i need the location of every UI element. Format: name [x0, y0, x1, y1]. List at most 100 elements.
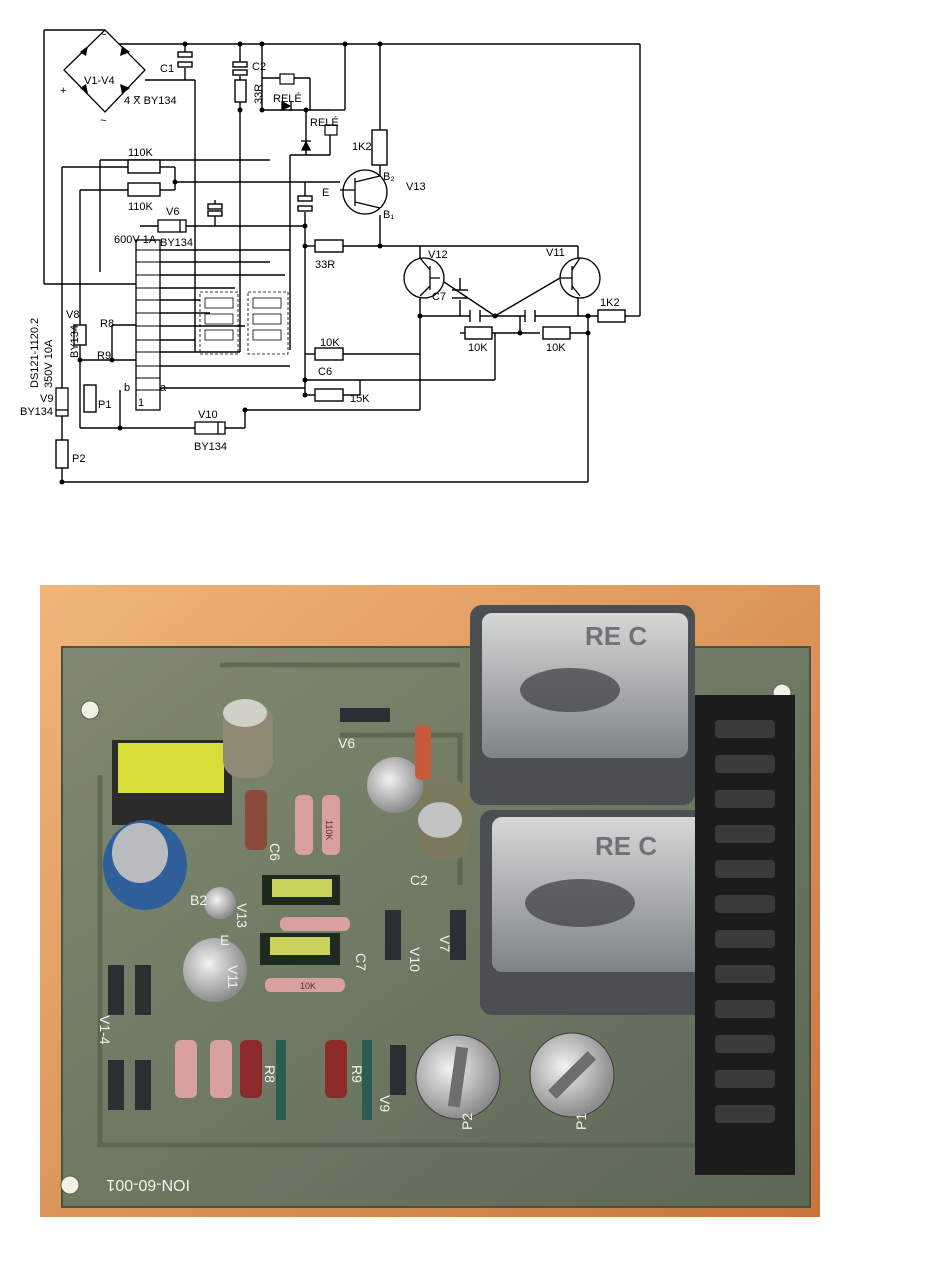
silk-v6: V6: [338, 735, 355, 751]
silk-b2: B2: [190, 892, 207, 908]
electrolytic-capacitor-top: [112, 823, 168, 883]
silk-p2: P2: [459, 1113, 475, 1130]
bridge-type-label: 4 X BY134: [124, 95, 177, 107]
v10-label: V10: [198, 409, 218, 421]
resistor-10k-marking: 10K: [300, 981, 316, 991]
r10k-bottom-label: 10K: [320, 337, 340, 349]
relay-brand-1: RE C: [585, 621, 647, 651]
transistor-can-v12: [367, 757, 423, 813]
r33-top-label: 33R: [253, 84, 265, 104]
c6-label: C6: [318, 366, 332, 378]
pin-1-label: 1: [138, 397, 144, 409]
resistor-symbols: [55, 79, 626, 469]
silk-c6: C6: [267, 843, 283, 861]
transistor-v11: [559, 257, 601, 299]
green-part-2-top: [270, 937, 330, 955]
c1-label: C1: [160, 63, 174, 75]
r15k-label: 15K: [350, 393, 370, 405]
v12-label: V12: [428, 249, 448, 261]
transistor-v13: [340, 169, 388, 215]
green-part-1-top: [272, 879, 332, 897]
connector-strip: [135, 239, 161, 411]
v9-type-label: BY134: [20, 406, 53, 418]
resistor-110k-marking: 110K: [324, 820, 334, 840]
capacitor-c1-top: [223, 699, 267, 727]
b1-label: B₁: [383, 209, 394, 221]
capacitor-symbols: [177, 51, 536, 322]
silk-v11: V11: [225, 965, 241, 989]
connector-pins: [715, 720, 775, 1123]
mount-hole: [80, 700, 100, 720]
mount-hole: [60, 1175, 80, 1195]
bridge-rectifier: [63, 29, 146, 113]
potentiometer-p1-slot: [547, 1050, 597, 1100]
silk-v1-4: V1-4: [97, 1015, 113, 1045]
junction-dots: [59, 41, 591, 485]
p1-label: P1: [98, 399, 111, 411]
e-label: E: [322, 187, 329, 199]
pin-a-label: a: [160, 382, 167, 394]
silkscreen-labels: V6 V13 B2 E V11 C2 C6 C7 V10 V7 V1-4 R8 …: [97, 735, 589, 1193]
circuit-schematic: ~ ~ + − V1-V4 4 X BY134 C1 C2 33R RELÉ R…: [20, 29, 641, 485]
silk-v13: V13: [234, 903, 250, 928]
diodes: [108, 708, 466, 1120]
bridge-label: V1-V4: [84, 75, 115, 87]
r1k2-top-label: 1K2: [352, 141, 372, 153]
yellow-part-top: [118, 743, 224, 793]
b2-label: B₂: [383, 171, 395, 183]
v6-type-label: BY134: [160, 237, 193, 249]
r8-label: R8: [100, 318, 114, 330]
fuse-label: 600V 1A: [114, 234, 157, 246]
schematic-wires: [43, 29, 641, 483]
ds-line2-label: 350V 10A: [43, 339, 55, 388]
rele1-label: RELÉ: [273, 92, 302, 105]
v13-label: V13: [406, 181, 426, 193]
relay-coils: [279, 73, 338, 136]
silk-v7: V7: [437, 935, 453, 952]
plus-label: +: [60, 85, 66, 97]
relay-contacts-1: [199, 291, 239, 355]
relay-brand-2: RE C: [595, 831, 657, 861]
ac-top-label: ~: [100, 29, 106, 41]
silk-c7: C7: [353, 953, 369, 971]
transistor-can-v13: [204, 887, 236, 919]
pcb-photo: RE C RE C: [40, 585, 820, 1217]
relay-1: RE C: [470, 605, 695, 805]
silk-c2: C2: [410, 872, 428, 888]
resistors: [175, 725, 431, 1098]
c7-label: C7: [432, 291, 446, 303]
diode-symbols: [55, 100, 312, 435]
relay-contacts-2: [247, 291, 289, 355]
v6-label: V6: [166, 206, 179, 218]
r33-mid-label: 33R: [315, 259, 335, 271]
transistor-can-v11: [183, 938, 247, 1002]
r1k2-right-label: 1K2: [600, 297, 620, 309]
silk-board-code: ION-60-001: [106, 1176, 190, 1193]
transistor-v12: [403, 257, 445, 299]
r10k-right-label: 10K: [546, 342, 566, 354]
v8-label: V8: [66, 309, 79, 321]
r10k-left-label: 10K: [468, 342, 488, 354]
v10-type-label: BY134: [194, 441, 227, 453]
v8-type-label: BY134: [69, 325, 81, 358]
r110k-2-label: 110K: [128, 201, 154, 213]
minus-label: −: [134, 91, 140, 103]
capacitor-c2-top: [418, 802, 462, 838]
ds-line1-label: DS121-1120.2: [29, 318, 41, 388]
pin-b-label: b: [124, 382, 130, 394]
v9-label: V9: [40, 393, 53, 405]
ac-bottom-label: ~: [100, 115, 106, 127]
silk-r8: R8: [262, 1065, 278, 1083]
r110k-1-label: 110K: [128, 147, 154, 159]
c2-label: C2: [252, 61, 266, 73]
resistor-markings: 110K 10K: [300, 820, 334, 991]
relay-2: RE C: [480, 810, 720, 1015]
r9-label: R9: [97, 350, 111, 362]
rele2-label: RELÉ: [310, 116, 339, 129]
silk-p1: P1: [573, 1113, 589, 1130]
silk-v10: V10: [407, 947, 423, 972]
silk-e: E: [220, 932, 229, 948]
p2-label: P2: [72, 453, 85, 465]
potentiometer-p2-slot: [447, 1046, 469, 1108]
silk-r9: R9: [349, 1065, 365, 1083]
